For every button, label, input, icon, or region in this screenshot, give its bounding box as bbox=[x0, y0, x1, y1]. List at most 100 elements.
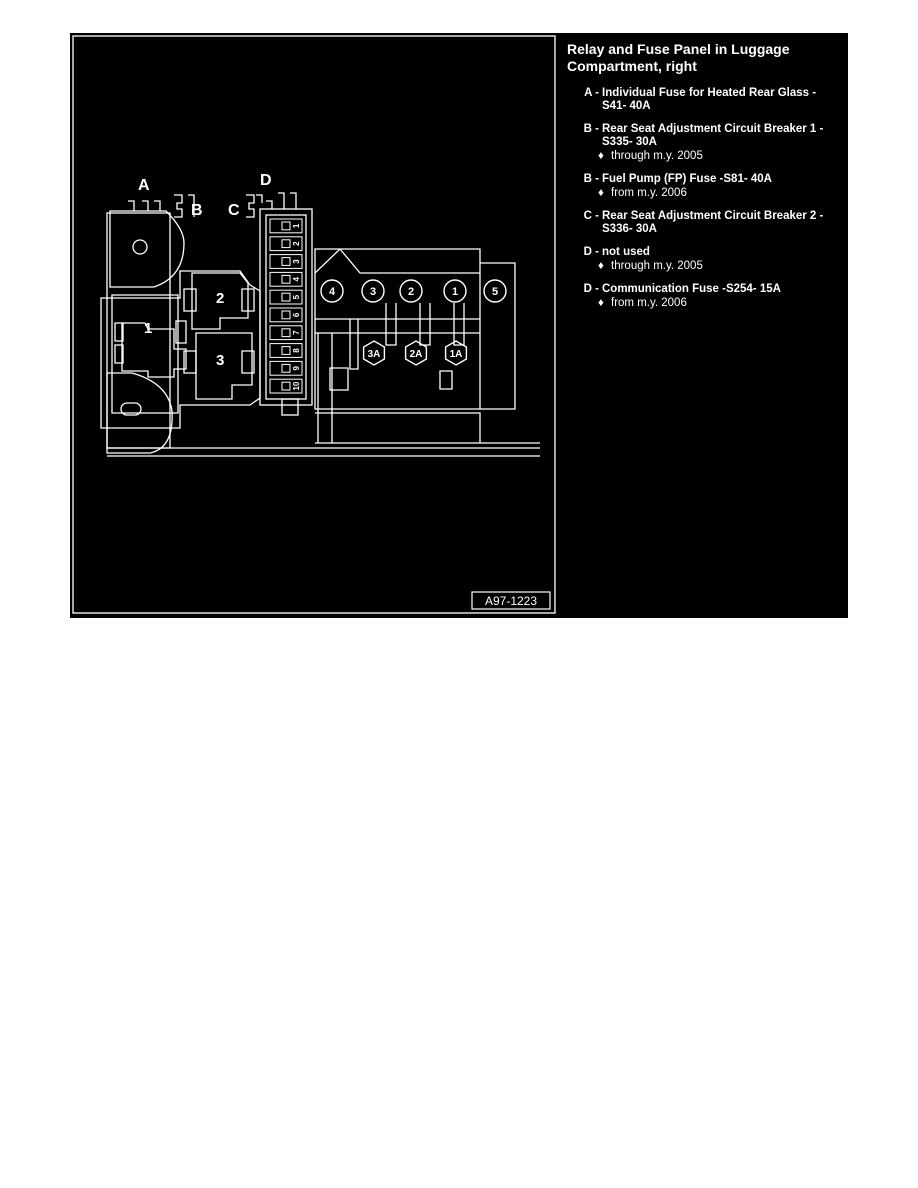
fuse-slot bbox=[269, 236, 303, 252]
fuse-slot-number: 8 bbox=[292, 348, 301, 353]
legend-entry-letter: D - bbox=[583, 246, 599, 258]
fuse-slot-number: 3 bbox=[292, 259, 301, 264]
maxi-fuse-3 bbox=[361, 279, 385, 303]
legend-entry-text: Communication Fuse -S254- 15A bbox=[602, 283, 781, 295]
fuse-slot-contact bbox=[281, 363, 291, 373]
fuse-slot bbox=[269, 360, 303, 376]
fuse-slot-contact bbox=[281, 346, 291, 355]
label-b: B bbox=[191, 202, 203, 219]
breaker-label: 2A bbox=[410, 349, 423, 360]
breaker-1A bbox=[444, 340, 468, 366]
fuse-panel-diagram: 1 2 3 4 5 6 7 8 9 10 4 3 2 1 5 3A 2A 1A A B C D 1 2 3 A… bbox=[72, 35, 556, 614]
relay-label-1: 1 bbox=[144, 320, 152, 337]
legend-entry-note: ♦ through m.y. 2005 bbox=[567, 259, 843, 273]
bracket-b bbox=[174, 194, 183, 218]
fuse-slot bbox=[269, 218, 303, 234]
maxi-fuse-number: 3 bbox=[370, 286, 376, 298]
maxi-fuse-2 bbox=[399, 279, 423, 303]
fuse-slot-contact bbox=[281, 328, 291, 338]
left-housing bbox=[106, 212, 171, 449]
legend-entry-note-text: from m.y. 2006 bbox=[611, 297, 687, 309]
legend-entry-note-text: from m.y. 2006 bbox=[611, 187, 687, 199]
legend-entry-note-text: through m.y. 2005 bbox=[611, 260, 703, 272]
maxi-fuse-1 bbox=[443, 279, 467, 303]
legend-entry-note: ♦ through m.y. 2005 bbox=[567, 149, 843, 163]
fuse-slot-contact bbox=[281, 257, 291, 266]
maxi-fuse-number: 2 bbox=[408, 286, 414, 298]
fuse-slot-number: 7 bbox=[292, 330, 301, 335]
fuse-slot-number: 1 bbox=[292, 223, 301, 228]
diamond-bullet-icon: ♦ bbox=[598, 297, 604, 309]
breaker-2A bbox=[404, 340, 428, 366]
fuse-slot-contact bbox=[281, 274, 291, 284]
fuse-slot bbox=[269, 325, 303, 341]
legend-entry: A -Individual Fuse for Heated Rear Glass… bbox=[567, 87, 843, 113]
illustration-panel: 1 2 3 4 5 6 7 8 9 10 4 3 2 1 5 3A 2A 1A A B C D 1 2 3 A… bbox=[70, 33, 848, 618]
legend-entry-note: ♦ from m.y. 2006 bbox=[567, 186, 843, 200]
fuse-slot bbox=[269, 378, 303, 394]
fuse-slot bbox=[269, 254, 303, 269]
legend-entry-note: ♦ from m.y. 2006 bbox=[567, 296, 843, 310]
label-a: A bbox=[138, 177, 150, 194]
legend-entry: B -Rear Seat Adjustment Circuit Breaker … bbox=[567, 123, 843, 163]
fuse-slot-number: 5 bbox=[292, 294, 301, 299]
legend-entry: D -not used ♦ through m.y. 2005 bbox=[567, 246, 843, 273]
label-c: C bbox=[228, 202, 240, 219]
legend-entry-letter: A - bbox=[584, 87, 599, 99]
diamond-bullet-icon: ♦ bbox=[598, 150, 604, 162]
maxi-fuse-4 bbox=[320, 279, 344, 303]
legend-entry: D -Communication Fuse -S254- 15A ♦ from m.… bbox=[567, 283, 843, 310]
legend-entry-text: Rear Seat Adjustment Circuit Breaker 1 -… bbox=[602, 123, 824, 148]
fuse-slot bbox=[269, 307, 303, 323]
breaker-label: 1A bbox=[450, 349, 463, 360]
fuse-slot-contact bbox=[281, 381, 291, 391]
bracket-c bbox=[246, 194, 255, 218]
legend-entry-letter: B - bbox=[583, 123, 599, 135]
legend-entry: C -Rear Seat Adjustment Circuit Breaker … bbox=[567, 210, 843, 236]
maxi-fuse-5 bbox=[483, 279, 507, 303]
fuse-holder-a-hole bbox=[132, 239, 148, 255]
legend: Relay and Fuse Panel in Luggage Compartm… bbox=[567, 41, 843, 320]
fuse-slot bbox=[269, 271, 303, 287]
maxi-fuse-number: 5 bbox=[492, 286, 498, 298]
fuse-slot-contact bbox=[281, 221, 291, 231]
fuse-holder-a bbox=[109, 210, 185, 288]
legend-entry-letter: C - bbox=[583, 210, 599, 222]
fuse-slot-contact bbox=[281, 239, 291, 249]
legend-entry-text: Rear Seat Adjustment Circuit Breaker 2 -… bbox=[602, 210, 824, 235]
fuse-slot-number: 6 bbox=[292, 312, 301, 317]
fuse-slot-number: 4 bbox=[292, 277, 301, 282]
mount-bracket bbox=[106, 372, 173, 454]
diamond-bullet-icon: ♦ bbox=[598, 260, 604, 272]
base-rail bbox=[107, 442, 540, 457]
legend-entry-text: Fuel Pump (FP) Fuse -S81- 40A bbox=[602, 173, 772, 185]
relay-2 bbox=[191, 272, 249, 330]
breaker-label: 3A bbox=[368, 349, 381, 360]
fuse-slot-contact bbox=[281, 310, 291, 320]
relay-label-3: 3 bbox=[216, 352, 224, 369]
figure-id: A97-1223 bbox=[485, 594, 537, 608]
legend-entry-letter: D - bbox=[583, 283, 599, 295]
legend-entry-text: Individual Fuse for Heated Rear Glass - … bbox=[602, 87, 817, 112]
legend-entry-note-text: through m.y. 2005 bbox=[611, 150, 703, 162]
figure-id-box bbox=[471, 591, 551, 610]
relay-3 bbox=[195, 332, 253, 400]
fuse-slot bbox=[269, 343, 303, 358]
maxi-fuse-number: 4 bbox=[329, 286, 336, 298]
maxi-fuse-number: 1 bbox=[452, 286, 458, 298]
legend-entry-letter: B - bbox=[583, 173, 599, 185]
diagram-frame bbox=[72, 35, 556, 614]
fuse-slot-number: 2 bbox=[292, 241, 301, 246]
fuse-slot bbox=[269, 289, 303, 305]
fuse-strip-housing bbox=[259, 208, 313, 406]
legend-title: Relay and Fuse Panel in Luggage Compartm… bbox=[567, 41, 790, 74]
relay-label-2: 2 bbox=[216, 290, 224, 307]
breaker-3A bbox=[362, 340, 386, 366]
legend-entry: B -Fuel Pump (FP) Fuse -S81- 40A ♦ from m.… bbox=[567, 173, 843, 200]
relay-1 bbox=[121, 322, 187, 378]
diamond-bullet-icon: ♦ bbox=[598, 187, 604, 199]
fuse-slot-number: 9 bbox=[292, 366, 301, 371]
legend-entry-text: not used bbox=[602, 246, 650, 258]
label-d: D bbox=[260, 172, 272, 189]
fuse-slot-number: 10 bbox=[292, 381, 301, 390]
